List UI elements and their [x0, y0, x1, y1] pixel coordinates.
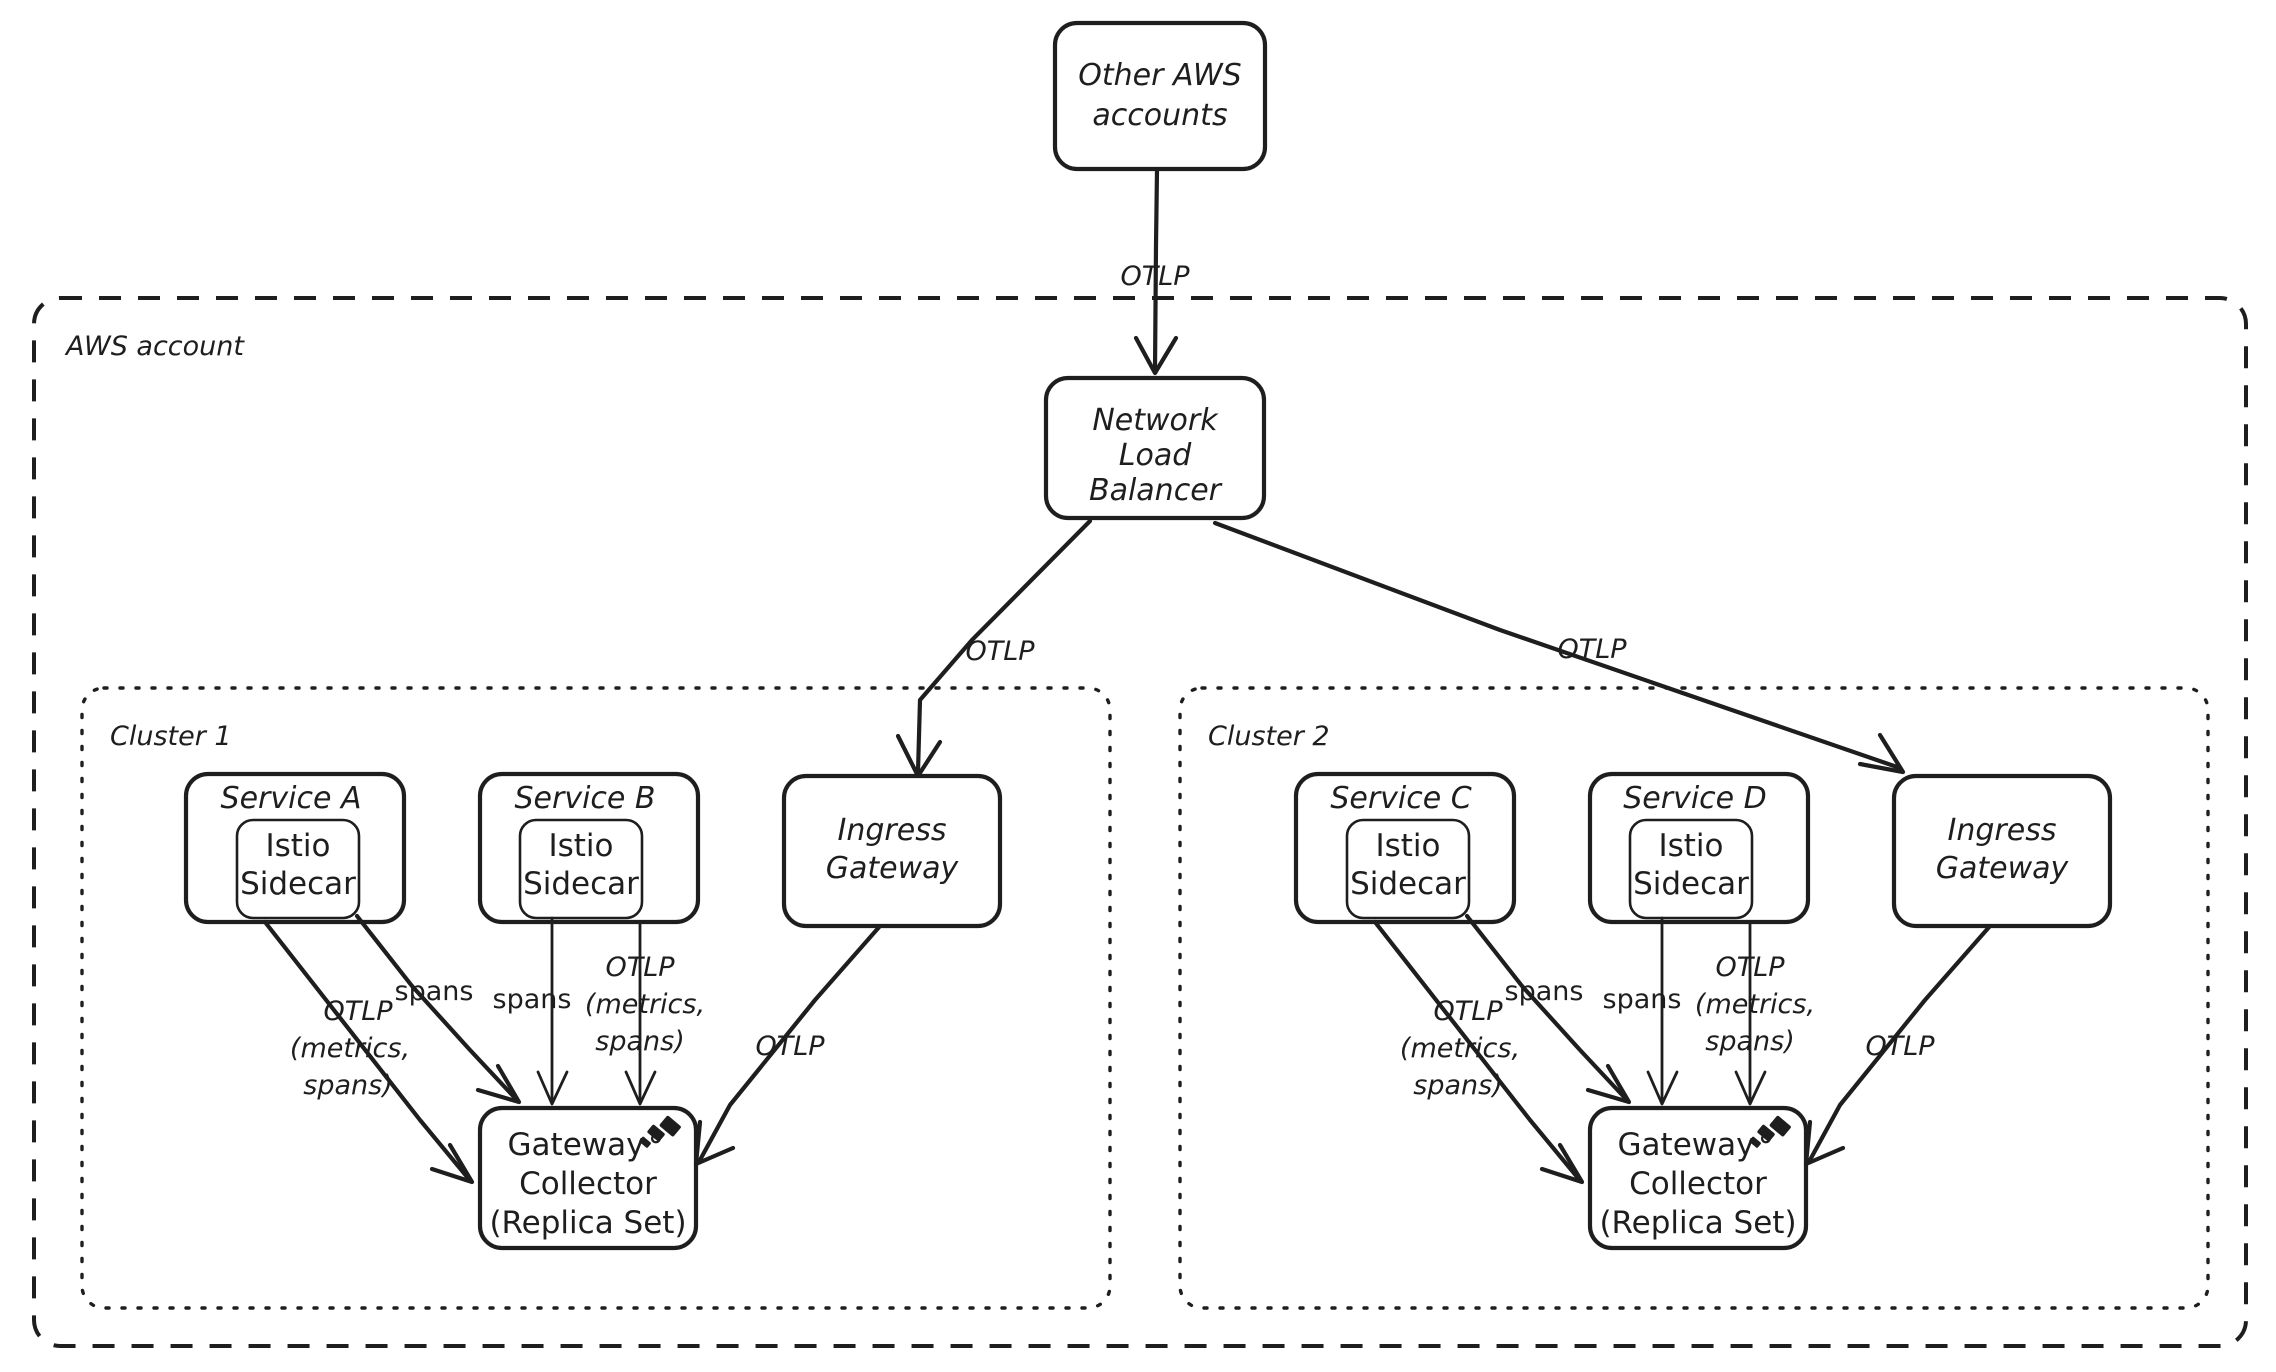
edge-label-service-c-otlp-1: OTLP [1433, 996, 1503, 1027]
node-other-aws-accounts[interactable] [1052, 20, 1268, 172]
edge-ingress1-to-collector-arrowhead [693, 1119, 736, 1167]
group-aws-account [32, 296, 2248, 1348]
other-aws-accounts-label-1: Other AWS [1078, 58, 1241, 93]
edge-label-ingress1-otlp: OTLP [755, 1031, 825, 1062]
edge-accounts-to-nlb [1152, 167, 1160, 373]
edge-label-service-a-otlp-3: spans) [303, 1070, 392, 1101]
edge-nlb-to-cluster2-ingress [1212, 520, 1903, 771]
node-ingress-gateway-cluster2[interactable] [1891, 773, 2113, 929]
edge-label-service-d-otlp-3: spans) [1705, 1026, 1794, 1057]
edge-label-service-a-otlp-1: OTLP [323, 996, 393, 1027]
edge-service-d-arrowhead [1734, 1070, 1767, 1106]
node-service-b-istio-sidecar[interactable] [518, 818, 644, 920]
gateway-collector-1-label-2: Collector [519, 1166, 657, 1202]
service-a-sidecar-label-2: Sidecar [240, 866, 356, 902]
edge-label-service-d-otlp-2: (metrics, [1695, 989, 1815, 1020]
edge-label-service-d-spans: spans [1603, 984, 1682, 1015]
edge-label-nlb-to-cluster2: OTLP [1557, 634, 1627, 665]
gateway-collector-2-label-3: (Replica Set) [1599, 1205, 1796, 1241]
service-d-sidecar-label-1: Istio [1658, 828, 1723, 864]
edge-service-c-sidecar-arrowhead [1585, 1063, 1632, 1105]
other-aws-accounts-label-2: accounts [1092, 98, 1227, 133]
edge-nlb-to-cluster1-ingress [915, 518, 1093, 775]
edge-ingress1-to-collector [697, 923, 883, 1163]
edge-service-a-sidecar-arrowhead [475, 1063, 522, 1105]
service-c-sidecar-label-2: Sidecar [1350, 866, 1466, 902]
service-a-sidecar-label-1: Istio [265, 828, 330, 864]
service-d-sidecar-label-2: Sidecar [1633, 866, 1749, 902]
telescope-icon [639, 1115, 681, 1148]
service-d-label: Service D [1623, 781, 1767, 816]
edge-label-service-b-otlp-1: OTLP [605, 952, 675, 983]
ingress-gateway-1-label-2: Gateway [826, 851, 960, 886]
edge-service-c-to-collector-arrowhead [1539, 1142, 1585, 1185]
group-cluster-2-label: Cluster 2 [1208, 721, 1330, 752]
ingress-gateway-2-label-2: Gateway [1936, 851, 2070, 886]
edge-label-ingress2-otlp: OTLP [1865, 1031, 1935, 1062]
edge-service-c-sidecar-to-collector [1464, 913, 1628, 1101]
ingress-gateway-2-label-1: Ingress [1948, 813, 2057, 848]
edge-label-service-a-spans: spans [395, 976, 474, 1007]
edge-label-service-b-spans: spans [493, 984, 572, 1015]
group-cluster-1-label: Cluster 1 [110, 721, 232, 752]
node-service-d-istio-sidecar[interactable] [1628, 818, 1754, 920]
edge-service-b-sidecar-arrowhead [536, 1070, 569, 1106]
edge-label-service-c-otlp-2: (metrics, [1400, 1033, 1520, 1064]
ingress-gateway-1-label-1: Ingress [838, 813, 947, 848]
edge-accounts-to-nlb-arrowhead [1133, 335, 1179, 376]
edge-service-a-to-collector-arrowhead [429, 1142, 475, 1185]
node-ingress-gateway-cluster1[interactable] [781, 773, 1003, 929]
edge-ingress2-to-collector [1807, 923, 1993, 1163]
edge-service-a-to-collector [262, 919, 471, 1181]
nlb-label-1: Network [1092, 403, 1219, 438]
edge-label-service-a-otlp-2: (metrics, [290, 1033, 410, 1064]
edge-service-a-sidecar-to-collector [354, 913, 518, 1101]
group-aws-account-label: AWS account [64, 331, 245, 362]
edge-label-service-b-otlp-2: (metrics, [585, 989, 705, 1020]
gateway-collector-1-label-3: (Replica Set) [489, 1205, 686, 1241]
node-service-a-istio-sidecar[interactable] [235, 818, 361, 920]
service-b-label: Service B [515, 781, 656, 816]
edge-ingress2-to-collector-arrowhead [1803, 1119, 1846, 1167]
service-c-sidecar-label-1: Istio [1375, 828, 1440, 864]
edge-label-service-d-otlp-1: OTLP [1715, 952, 1785, 983]
edge-label-service-c-otlp-3: spans) [1413, 1070, 1502, 1101]
edge-label-service-b-otlp-3: spans) [595, 1026, 684, 1057]
nlb-label-2: Load [1119, 438, 1192, 473]
gateway-collector-2-label-2: Collector [1629, 1166, 1767, 1202]
edge-service-b-arrowhead [624, 1070, 657, 1106]
edge-service-c-to-collector [1372, 919, 1581, 1181]
edge-service-d-sidecar-arrowhead [1646, 1070, 1679, 1106]
node-network-load-balancer[interactable] [1043, 375, 1267, 521]
gateway-collector-2-label-1: Gateway [1618, 1127, 1755, 1163]
service-b-sidecar-label-1: Istio [548, 828, 613, 864]
telescope-icon [1749, 1115, 1791, 1148]
edge-label-service-c-spans: spans [1505, 976, 1584, 1007]
service-a-label: Service A [221, 781, 362, 816]
edge-label-nlb-to-cluster1: OTLP [965, 636, 1035, 667]
service-c-label: Service C [1330, 781, 1471, 816]
nlb-label-3: Balancer [1089, 473, 1223, 508]
gateway-collector-1-label-1: Gateway [508, 1127, 645, 1163]
node-service-c-istio-sidecar[interactable] [1345, 818, 1471, 920]
edge-label-accounts-to-nlb: OTLP [1120, 261, 1190, 292]
edge-nlb-to-cluster2-arrowhead [1857, 732, 1906, 775]
service-b-sidecar-label-2: Sidecar [523, 866, 639, 902]
